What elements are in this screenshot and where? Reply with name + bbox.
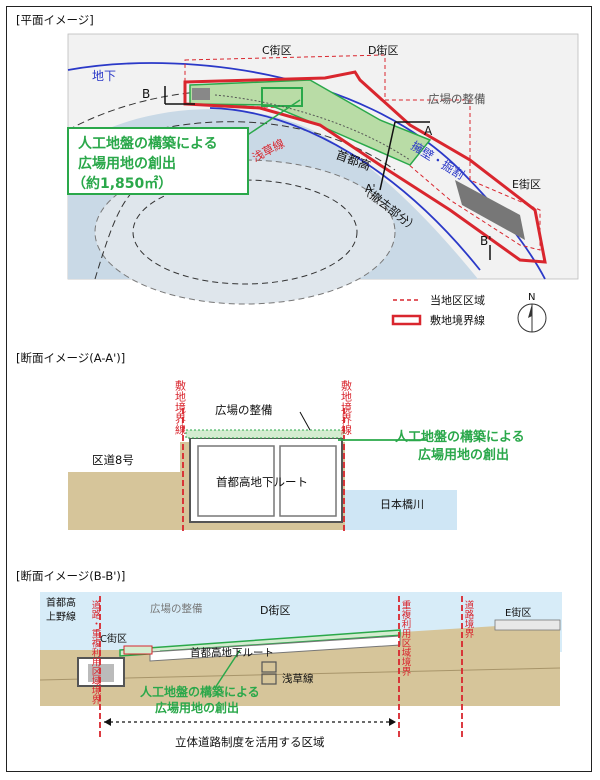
legend-district-area: 当地区区域 [430,293,485,307]
section-b-zone: 立体道路制度を活用する区域 [175,735,325,749]
section-b-plaza: 広場の整備 [150,602,203,615]
plan-callout-line3: （約1,850㎡） [72,175,172,192]
north-compass-icon [517,303,547,333]
plan-callout-line2: 広場用地の創出 [78,155,176,172]
section-a-boundary-right: 敷地境界線 [340,379,353,435]
north-label: N [528,292,535,303]
plan-label-plaza: 広場の整備 [428,92,486,106]
plan-label-underground: 地下 [92,69,116,83]
section-b-boundary-left: 道路・重複利用区域境界 [90,599,102,705]
section-a-callout-line2: 広場用地の創出 [418,447,509,463]
section-b-d-district: D街区 [260,603,290,617]
section-a-road: 区道8号 [92,453,134,467]
legend-site-boundary: 敷地境界線 [430,313,485,327]
plan-point-b2: B' [480,234,492,248]
section-b-boundary-mid: 重複利用区域境界 [400,599,412,677]
section-b-callout-line1: 人工地盤の構築による [140,684,260,699]
section-a-boundary-left: 敷地境界線 [174,379,187,435]
section-b-asakusa: 浅草線 [282,672,314,685]
section-b-c-district: C街区 [100,632,127,645]
plan-point-b: B [142,87,150,101]
plan-title: [平面イメージ] [16,13,94,27]
plan-point-a: A [424,124,433,138]
section-b-callout-line2: 広場用地の創出 [155,700,239,715]
section-a-route: 首都高地下ルート [216,475,308,489]
page-frame [6,6,592,772]
plan-point-a2: A' [365,182,376,195]
section-b-title: [断面イメージ(B-B')] [16,569,126,583]
section-a-plaza: 広場の整備 [215,403,273,417]
plan-callout-line1: 人工地盤の構築による [78,135,218,152]
section-a-diagram: 敷地境界線 敷地境界線 広場の整備 区道8号 首都高地下ルート 日本橋川 人工地… [68,379,525,532]
section-a-title: [断面イメージ(A-A')] [16,351,126,365]
section-b-ueno-1: 首都高 [46,596,76,609]
section-a-river: 日本橋川 [380,497,424,511]
section-b-route: 首都高地下ルート [190,646,274,659]
plan-diagram: C街区 D街区 E街区 地下 広場の整備 浅草線 首都高 （撤去部分） 擁壁・掘… [67,33,579,333]
section-b-boundary-right: 道路境界 [463,599,475,639]
plan-label-d-district: D街区 [368,43,398,57]
plan-label-c-district: C街区 [262,43,292,57]
section-b-e-district: E街区 [505,606,531,619]
section-b-ueno-2: 上野線 [46,610,76,623]
section-a-callout-line1: 人工地盤の構築による [395,429,525,445]
plan-label-e-district: E街区 [512,177,541,191]
